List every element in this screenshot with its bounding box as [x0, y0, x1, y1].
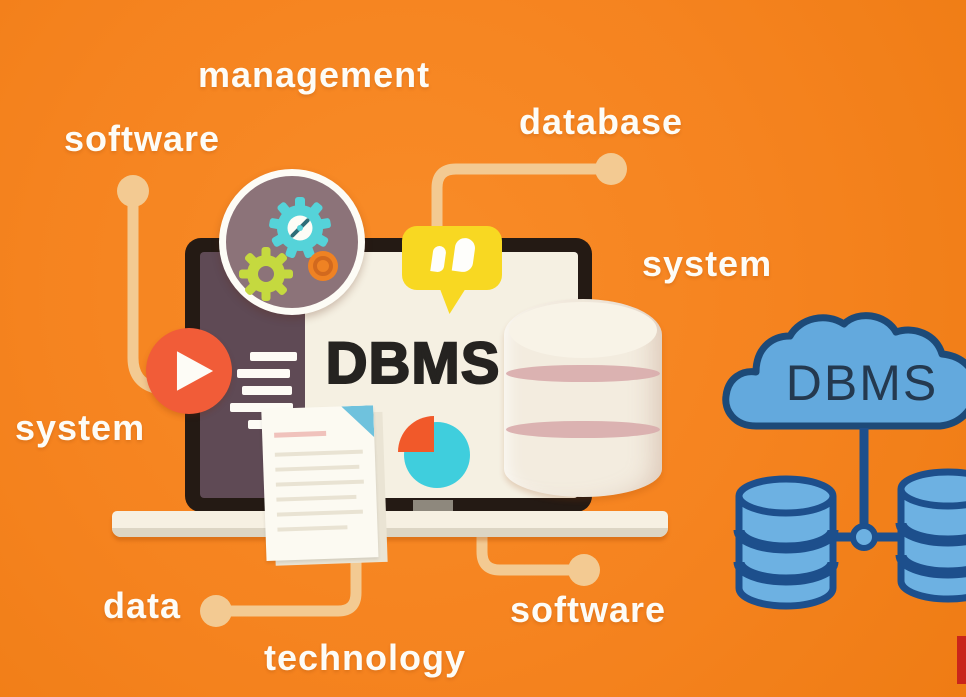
laptop-dbms-title: DBMS — [325, 330, 501, 397]
label-system-left: system — [15, 407, 146, 448]
connector-dot — [568, 554, 600, 586]
green-gear-icon — [239, 247, 293, 301]
label-database: database — [519, 101, 684, 142]
sidebar-text-line — [237, 369, 290, 378]
phone-quote-icon — [451, 236, 477, 274]
document-text-line — [275, 464, 360, 472]
chat-bubble — [402, 226, 502, 290]
connector-dot — [200, 595, 232, 627]
label-management: management — [198, 54, 431, 95]
document-text-line — [276, 509, 363, 517]
cloud-icon — [722, 312, 966, 430]
blue-database-icon — [733, 475, 839, 610]
cylinder-dome — [509, 302, 657, 358]
play-icon — [176, 351, 214, 391]
folded-corner-icon — [341, 405, 374, 438]
document-title-line — [274, 430, 327, 438]
network-node — [850, 523, 878, 551]
gears-icon — [239, 197, 338, 301]
teal-gear-icon — [269, 197, 331, 258]
red-edge-bar — [957, 636, 966, 684]
network-lines — [832, 428, 900, 551]
cylinder-band — [506, 365, 660, 382]
sidebar-text-line — [230, 403, 293, 412]
cylinder-band — [506, 421, 660, 438]
connector-software-bottom — [476, 526, 576, 576]
label-software-top: software — [64, 118, 221, 159]
document-text-line — [274, 449, 363, 457]
document-text-line — [275, 479, 364, 487]
cream-database-icon — [504, 299, 662, 497]
play-button — [146, 328, 232, 414]
label-technology: technology — [264, 637, 467, 678]
label-software-bottom: software — [510, 589, 667, 630]
sidebar-text-line — [250, 352, 297, 361]
connector-dot — [117, 175, 149, 207]
document-front-page — [261, 405, 379, 562]
connector-data — [224, 546, 362, 617]
document-text-line — [277, 525, 348, 532]
connector-database — [431, 163, 603, 238]
laptop-base — [112, 511, 668, 537]
connector-dot — [595, 153, 627, 185]
cloud-dbms-title: DBMS — [785, 355, 939, 411]
orange-dot-icon — [308, 251, 338, 281]
document-text-line — [276, 494, 357, 502]
sidebar-text-line — [242, 386, 292, 395]
label-data: data — [103, 585, 182, 626]
sidebar-text-line — [248, 420, 266, 429]
document-icon — [261, 405, 388, 569]
blue-database-icon — [895, 468, 966, 603]
gears-badge — [219, 169, 365, 315]
label-system-right: system — [642, 243, 773, 284]
quote-icon — [430, 245, 447, 273]
